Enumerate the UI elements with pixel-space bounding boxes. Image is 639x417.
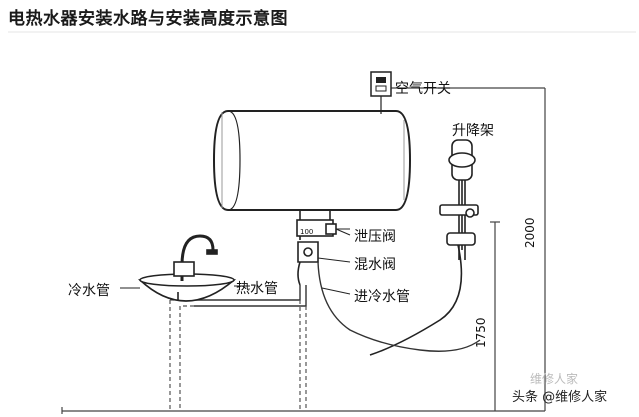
valve-assembly: [296, 210, 350, 286]
label-hot-pipe: 热水管: [236, 281, 278, 297]
label-lift-rack: 升降架: [452, 123, 494, 139]
wall-outline: [61, 87, 546, 414]
label-cold-pipe: 冷水管: [68, 283, 110, 299]
dimension-2000: 2000: [523, 217, 537, 248]
page-title: 电热水器安装水路与安装高度示意图: [8, 9, 288, 29]
label-cold-inlet-pipe: 进冷水管: [354, 289, 410, 305]
dimension-1750: 1750: [474, 317, 488, 348]
air-switch-icon: [370, 71, 392, 104]
watermark-text: 头条 @维修人家: [512, 390, 608, 405]
label-air-switch: 空气开关: [395, 81, 451, 97]
water-heater-tank: [212, 104, 412, 211]
dashed-pipes: [169, 299, 307, 411]
water-pipes: [188, 261, 481, 352]
shower-lift-rack: [369, 139, 479, 356]
wash-basin: [137, 234, 237, 302]
label-relief-valve: 泄压阀: [354, 229, 396, 245]
label-mixing-valve: 混水阀: [354, 257, 396, 273]
watermark-logo: 维修人家: [530, 372, 579, 386]
leader-lines: [120, 228, 351, 295]
tank-gauge-text: 100: [300, 228, 314, 236]
